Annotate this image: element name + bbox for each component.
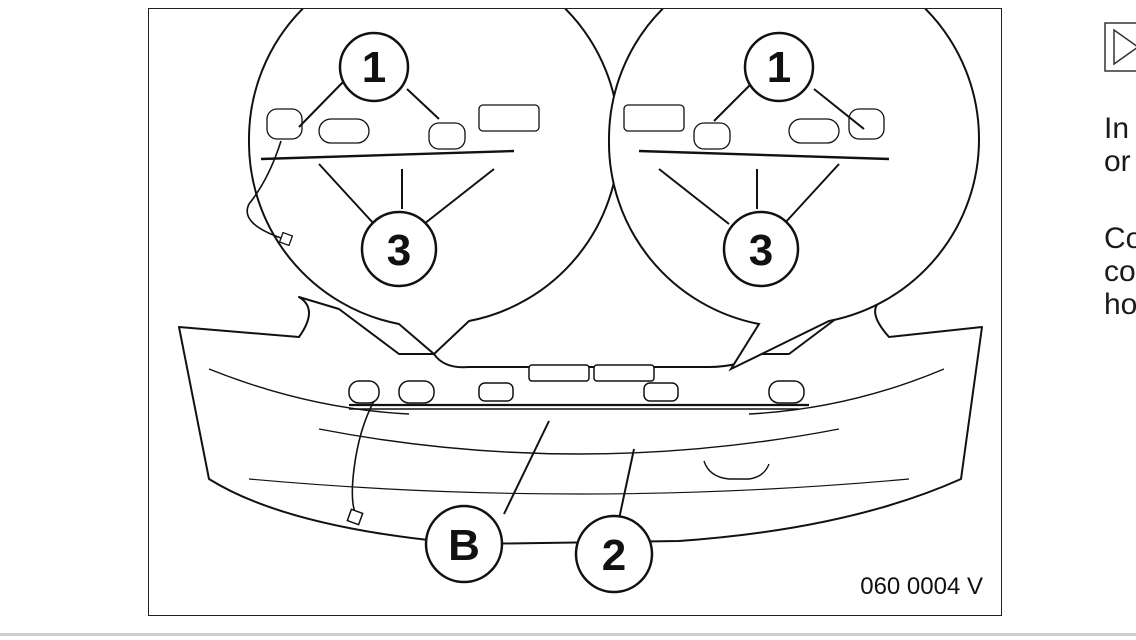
callout-1-left xyxy=(338,31,410,103)
bottom-callouts: B 2 xyxy=(424,420,654,594)
figure-code: 060 0004 V xyxy=(860,573,983,600)
rear-bumper xyxy=(178,296,983,545)
left-detail-magnifier: 1 3 xyxy=(246,9,621,356)
callout-2 xyxy=(574,514,654,594)
callout-3-right xyxy=(722,210,800,288)
side-panel: In or Co co ho xyxy=(1102,0,1136,640)
callout-b-label: B xyxy=(448,521,480,570)
callout-1-right-label: 1 xyxy=(767,43,791,92)
bumper-bracket-details xyxy=(346,364,809,526)
side-text-line-2: or xyxy=(1104,145,1131,178)
callout-1-right xyxy=(743,31,815,103)
right-detail-magnifier: 1 3 xyxy=(607,9,981,372)
callout-1-left-label: 1 xyxy=(362,43,386,92)
callout-3-left xyxy=(360,210,438,288)
bottom-divider xyxy=(0,633,1136,636)
figure-frame: 1 3 1 3 xyxy=(148,8,1002,616)
side-text-line-4: co xyxy=(1104,255,1136,288)
callout-3-right-label: 3 xyxy=(749,226,773,275)
callout-2-label: 2 xyxy=(602,531,626,580)
play-icon[interactable] xyxy=(1104,22,1136,72)
side-text-line-3: Co xyxy=(1104,222,1136,255)
callout-3-left-label: 3 xyxy=(387,226,411,275)
bumper-diagram: 1 3 1 3 xyxy=(178,9,983,594)
callout-b xyxy=(424,504,504,584)
side-text-line-1: In xyxy=(1104,112,1130,145)
side-text-line-5: ho xyxy=(1104,288,1136,321)
